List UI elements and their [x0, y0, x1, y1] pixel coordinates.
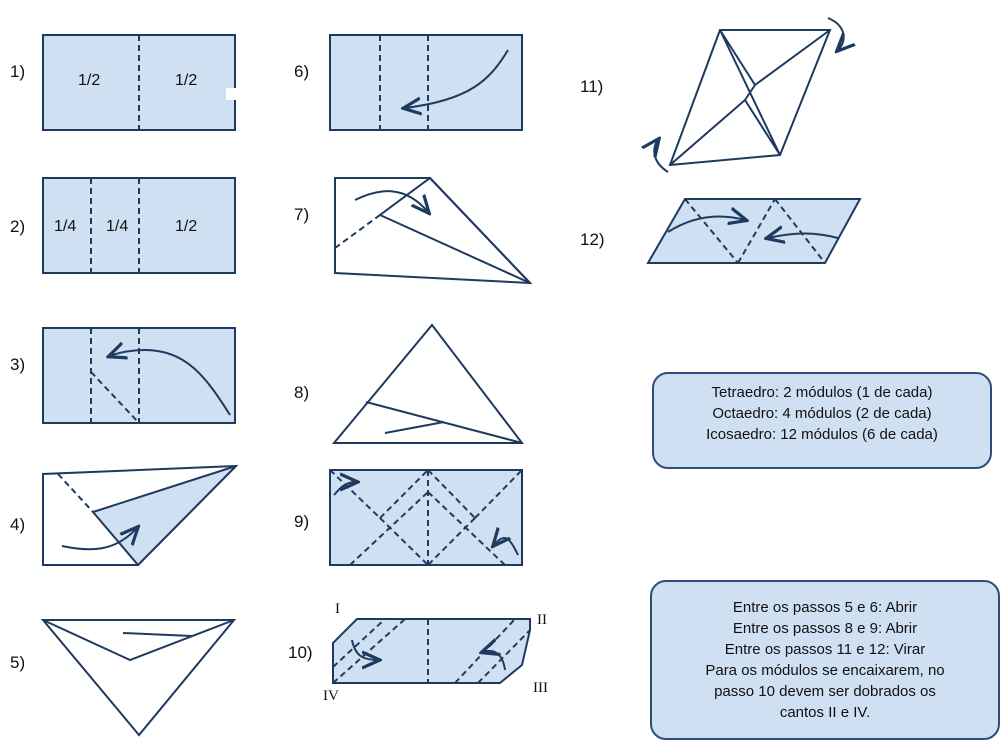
step1-half-right: 1/2	[175, 72, 198, 89]
step9-paper	[329, 469, 523, 566]
modules-line-3: Icosaedro: 12 módulos (6 de cada)	[706, 426, 938, 443]
step-11-label: 11)	[580, 77, 604, 96]
step2-half: 1/2	[175, 218, 198, 235]
step-7-label: 7)	[294, 205, 310, 224]
corner-II-label: II	[537, 612, 547, 628]
notes-line-5: passo 10 devem ser dobrados os	[714, 683, 936, 700]
step-12-label: 12)	[580, 230, 605, 249]
notes-line-3: Entre os passos 11 e 12: Virar	[724, 641, 926, 658]
step10-paper	[332, 618, 531, 684]
step-3-label: 3)	[10, 355, 26, 374]
modules-line-2: Octaedro: 4 módulos (2 de cada)	[712, 405, 932, 422]
step7-paper	[334, 177, 533, 285]
step-2-label: 2)	[10, 217, 26, 236]
step-8-label: 8)	[294, 383, 310, 402]
corner-I-label: I	[335, 601, 340, 617]
step-1-label: 1)	[10, 62, 26, 81]
notes-line-1: Entre os passos 5 e 6: Abrir	[732, 599, 918, 616]
step6-paper	[329, 34, 523, 131]
step5-paper	[40, 619, 237, 737]
step-9-label: 9)	[294, 512, 310, 531]
notes-line-4: Para os módulos se encaixarem, no	[705, 662, 945, 679]
notes-info-box: Entre os passos 5 e 6: Abrir Entre os pa…	[650, 580, 1000, 740]
step2-quarter-a: 1/4	[54, 218, 77, 235]
notes-line-6: cantos II e IV.	[779, 704, 871, 721]
modules-info-box: Tetraedro: 2 módulos (1 de cada) Octaedr…	[652, 372, 992, 469]
corner-IV-label: IV	[323, 688, 339, 704]
step-10-label: 10)	[288, 643, 313, 662]
step12-paper	[646, 198, 862, 264]
corner-III-label: III	[533, 680, 548, 696]
step2-quarter-b: 1/4	[106, 218, 129, 235]
modules-line-1: Tetraedro: 2 módulos (1 de cada)	[711, 384, 933, 401]
step-4-label: 4)	[10, 515, 26, 534]
notes-line-2: Entre os passos 8 e 9: Abrir	[732, 620, 918, 637]
step-6-label: 6)	[294, 62, 310, 81]
step1-half-left: 1/2	[78, 72, 101, 89]
step-5-label: 5)	[10, 653, 26, 672]
